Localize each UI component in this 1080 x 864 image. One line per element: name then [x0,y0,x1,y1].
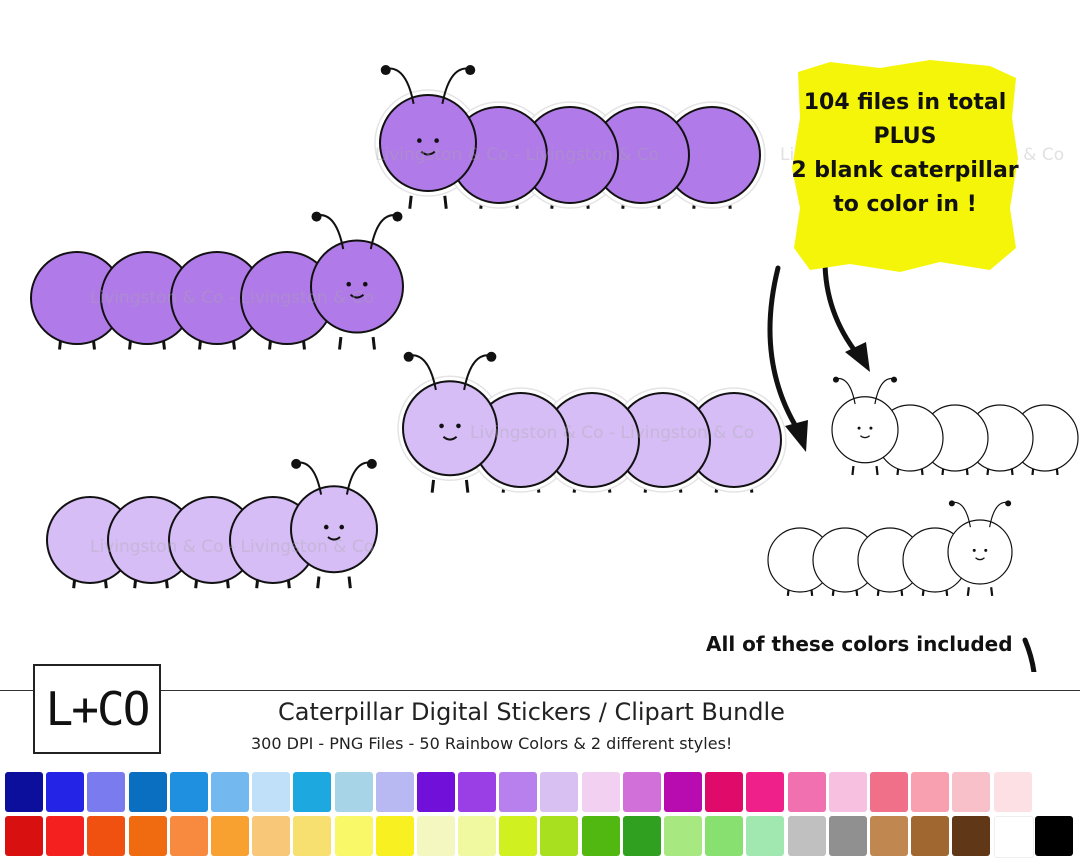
color-swatch [787,772,826,812]
color-swatch [499,772,538,812]
color-swatch [5,816,43,856]
color-swatch [828,772,867,812]
promo-line-2: PLUS [873,124,937,149]
color-swatch [169,816,208,856]
promo-line-1: 104 files in total [803,90,1007,115]
promo-line-4: to color in ! [833,192,977,217]
color-swatch [622,772,661,812]
color-swatch [293,772,332,812]
color-swatch [293,816,332,856]
color-swatch [581,772,620,812]
color-swatch [664,772,702,812]
color-swatch [705,772,744,812]
caterpillar-artwork [30,65,1079,672]
paint-splash-background [792,60,1018,272]
color-swatch [787,816,826,856]
watermark-text: Livingston & Co - Livingston & Co [90,537,375,557]
color-swatch [416,816,455,856]
color-swatch [416,772,455,812]
product-title: Caterpillar Digital Stickers / Clipart B… [278,698,785,726]
caterpillar-middle-lavender [397,351,787,493]
color-swatch [87,816,126,856]
color-swatch [5,772,43,812]
color-swatch [664,816,702,856]
color-swatch [581,816,620,856]
color-swatch [128,816,167,856]
color-swatch [210,772,249,812]
color-swatch [499,816,538,856]
color-swatch [540,816,579,856]
arrow-to-blank-bottom [767,265,808,452]
color-swatch [46,772,85,812]
color-swatch [911,816,950,856]
promo-banner: 104 files in total PLUS 2 blank caterpil… [790,58,1020,273]
watermark-text: Livingston & Co - Livingston & Co [470,423,755,443]
color-swatch [87,772,126,812]
caterpillar-blank-bottom [767,500,1013,596]
caterpillar-top-purple [374,65,766,209]
color-swatch [1034,816,1073,856]
color-swatch [869,816,908,856]
color-swatch [458,772,497,812]
color-swatch [952,816,991,856]
color-swatch [911,772,950,812]
color-swatch [128,772,167,812]
color-swatch [993,772,1032,812]
color-swatch [746,816,785,856]
caterpillar-left-purple [30,211,404,350]
color-swatch [458,816,497,856]
color-swatch [375,772,414,812]
color-swatch [375,816,414,856]
color-swatch [334,772,373,812]
watermark-text: Livingston & Co - Livingston & Co [90,288,375,308]
color-swatch [334,816,373,856]
color-swatch [46,816,85,856]
promo-line-3: 2 blank caterpillar [791,158,1019,183]
color-swatch [952,772,991,812]
watermark-text: Livingston & Co - Livingston & Co [375,145,660,165]
color-swatch [869,772,908,812]
product-subtitle: 300 DPI - PNG Files - 50 Rainbow Colors … [251,734,733,753]
caterpillar-blank-top [831,376,1079,476]
brand-logo: L+CO [33,664,161,754]
colors-included-note: All of these colors included [706,632,1013,656]
color-swatch [540,772,579,812]
divider-line [0,690,1080,691]
color-swatch [993,816,1034,858]
color-swatch [746,772,785,812]
color-swatch [210,816,249,856]
color-swatch [705,816,744,856]
color-swatch [252,816,291,856]
caterpillar-bottom-lavender [46,458,378,589]
color-swatch [252,772,291,812]
color-swatch [169,772,208,812]
arrow-to-palette [1022,637,1037,672]
color-palette [5,772,1077,860]
color-swatch [622,816,661,856]
color-swatch [828,816,867,856]
